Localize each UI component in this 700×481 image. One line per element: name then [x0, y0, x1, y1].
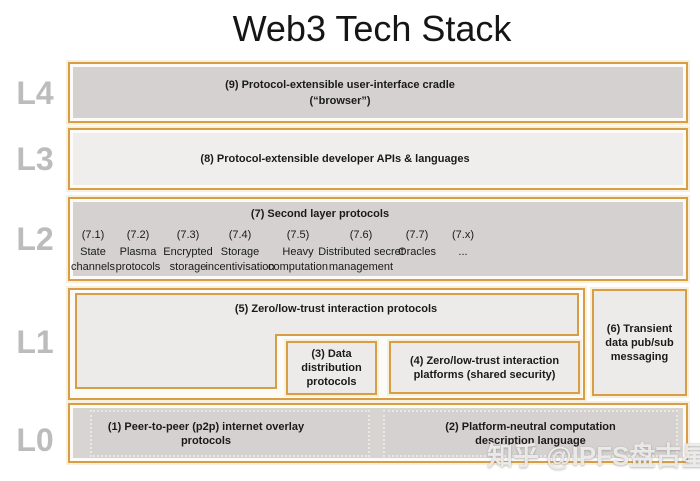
- l2-column-encrypted-storage: (7.3) Encrypted storage: [153, 228, 223, 275]
- box-9-line1: (9) Protocol-extensible user-interface c…: [225, 78, 455, 91]
- box-4-interaction-platforms: (4) Zero/low-trust interaction platforms…: [389, 341, 580, 394]
- box-2-line2: description language: [475, 434, 586, 447]
- layer-label-l3: L3: [16, 141, 54, 177]
- box-2-line1: (2) Platform-neutral computation: [445, 420, 616, 433]
- l2-col-num: (7.1): [81, 229, 105, 241]
- l2-column-more: (7.x) ...: [443, 228, 483, 260]
- l2-col-name: State channels: [70, 246, 116, 273]
- box-6-line3: messaging: [610, 350, 669, 363]
- l2-col-num: (7.5): [286, 229, 310, 241]
- box-3-line2: distribution: [301, 362, 362, 374]
- l2-col-num: (7.6): [349, 229, 373, 241]
- layer-l2-strip: (7) Second layer protocols (7.1) State c…: [68, 197, 688, 281]
- box-6-line2: data pub/sub: [605, 336, 674, 349]
- box-3-data-distribution: (3) Data distribution protocols: [286, 341, 377, 395]
- layer-label-l2: L2: [16, 221, 54, 257]
- box-3-line3: protocols: [306, 376, 357, 388]
- l2-column-plasma-protocols: (7.2) Plasma protocols: [107, 228, 169, 275]
- box-1-p2p-overlay: (1) Peer-to-peer (p2p) internet overlay …: [90, 410, 370, 457]
- box-8-developer-apis: (8) Protocol-extensible developer APIs &…: [73, 133, 683, 185]
- box-2-computation-language: (2) Platform-neutral computation descrip…: [383, 410, 678, 457]
- box-3-line1: (3) Data: [311, 348, 352, 360]
- l2-col-num: (7.2): [126, 229, 150, 241]
- layer-label-l4: L4: [16, 75, 54, 111]
- box-4-line1: (4) Zero/low-trust interaction: [409, 354, 560, 367]
- l2-col-name: Plasma protocols: [115, 246, 161, 273]
- l2-col-num: (7.4): [228, 229, 252, 241]
- box-8-label: (8) Protocol-extensible developer APIs &…: [200, 153, 470, 165]
- l2-col-name: Oracles: [398, 246, 436, 258]
- box-5-zero-low-trust-protocols: (5) Zero/low-trust interaction protocols: [234, 303, 438, 315]
- page-title: Web3 Tech Stack: [232, 8, 512, 49]
- l2-column-oracles: (7.7) Oracles: [389, 228, 445, 260]
- layer-l4-strip: (9) Protocol-extensible user-interface c…: [68, 62, 688, 123]
- box-6-line1: (6) Transient: [606, 322, 673, 335]
- box-7-second-layer-protocols: (7) Second layer protocols (7.1) State c…: [71, 202, 683, 276]
- l2-column-heavy-computation: (7.5) Heavy computation: [256, 228, 340, 275]
- box5-shape: [75, 293, 579, 389]
- l2-column-state-channels: (7.1) State channels: [65, 228, 121, 275]
- box-9-ui-cradle: (9) Protocol-extensible user-interface c…: [73, 67, 683, 118]
- l2-col-num: (7.x): [452, 229, 474, 241]
- l2-col-name: Encrypted storage: [163, 246, 213, 273]
- layer-label-l0: L0: [16, 422, 54, 458]
- l2-col-name: Storage incentivisation: [205, 246, 275, 273]
- box-7-title: (7) Second layer protocols: [250, 208, 390, 220]
- box-1-line2: protocols: [180, 434, 232, 447]
- box-4-line2: platforms (shared security): [413, 368, 556, 381]
- l2-col-name: ...: [458, 246, 468, 258]
- box-6-transient-pubsub: (6) Transient data pub/sub messaging: [592, 289, 687, 396]
- zhihu-watermark: 知乎 @IPFS盘古星链: [487, 441, 700, 471]
- l2-col-num: (7.7): [405, 229, 429, 241]
- l2-col-name: Heavy computation: [268, 246, 328, 273]
- box-9-line2: (“browser”): [309, 94, 371, 107]
- layer-l3-strip: (8) Protocol-extensible developer APIs &…: [68, 128, 688, 190]
- l2-col-num: (7.3): [176, 229, 200, 241]
- l2-column-distributed-secret-management: (7.6) Distributed secret management: [311, 228, 411, 275]
- box-1-line1: (1) Peer-to-peer (p2p) internet overlay: [107, 420, 305, 433]
- l2-column-storage-incentivisation: (7.4) Storage incentivisation: [194, 228, 286, 275]
- l2-col-name: Distributed secret management: [318, 246, 404, 273]
- layer-label-l1: L1: [16, 324, 54, 360]
